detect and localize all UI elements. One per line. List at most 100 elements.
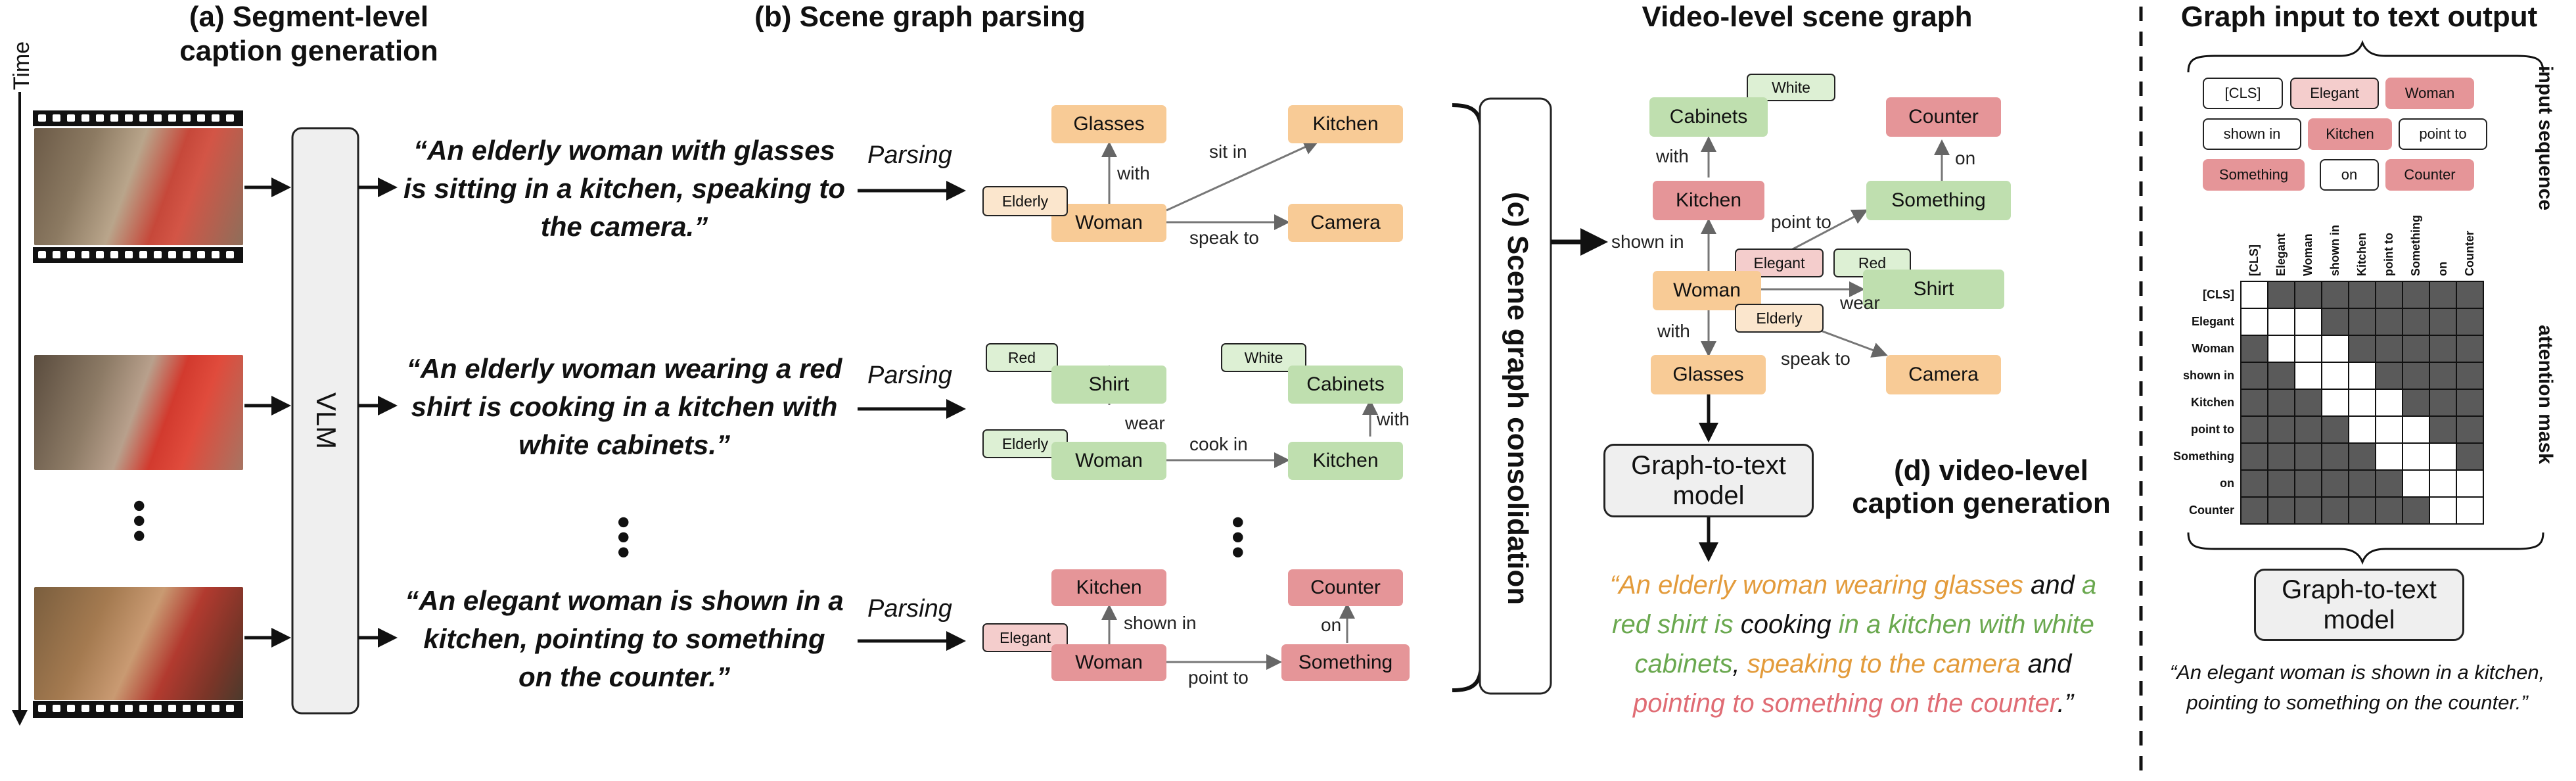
film-hole xyxy=(154,705,162,712)
mask-cell xyxy=(2321,389,2349,417)
mask-cell xyxy=(2402,335,2430,363)
mask-cell xyxy=(2402,469,2430,498)
g2t-label-line1: Graph-to-text xyxy=(1631,451,1786,480)
film-hole xyxy=(125,705,133,712)
mask-cell xyxy=(2321,442,2349,471)
token-woman: Woman xyxy=(2385,78,2474,109)
mask-cell xyxy=(2429,469,2457,498)
final-caption-end: .” xyxy=(2057,689,2074,718)
heading-b: (b) Scene graph parsing xyxy=(754,1,1086,33)
g2-node-woman: Woman xyxy=(1051,442,1166,480)
mask-cell xyxy=(2456,469,2484,498)
mask-cell xyxy=(2294,442,2322,471)
mask-cell xyxy=(2321,308,2349,336)
mask-cell xyxy=(2402,281,2430,309)
g1-node-camera: Camera xyxy=(1288,204,1403,242)
g1-attr-elderly: Elderly xyxy=(982,186,1068,216)
film-hole xyxy=(226,705,234,712)
video-frame-1 xyxy=(34,128,243,245)
vg-attr-white: White xyxy=(1747,74,1835,101)
video-frame-3 xyxy=(34,587,243,700)
g2-attr-red: Red xyxy=(986,343,1058,372)
video-frame-2 xyxy=(34,355,243,470)
mask-bottom-brace xyxy=(2187,532,2544,565)
parsing-label-3: Parsing xyxy=(867,595,952,623)
mask-cell xyxy=(2240,281,2268,309)
vlm-label: VLM xyxy=(311,392,342,450)
mask-col-label: Counter xyxy=(2463,231,2476,276)
film-hole xyxy=(139,114,147,122)
g1-edge-label-with: with xyxy=(1117,163,1150,183)
mask-cell xyxy=(2240,362,2268,390)
mask-cell xyxy=(2348,496,2376,525)
token-something: Something xyxy=(2203,159,2305,191)
final-caption-part-cooking: cooking xyxy=(1733,610,1839,639)
film-strip-mid xyxy=(33,343,243,352)
film-hole xyxy=(53,705,60,712)
mask-cell xyxy=(2402,442,2430,471)
output-caption-line1: “An elegant woman is shown in a kitchen, xyxy=(2169,661,2545,684)
output-caption-line2: pointing to something on the counter.” xyxy=(2186,691,2528,714)
mask-col-label: Elegant xyxy=(2274,233,2288,276)
film-hole xyxy=(212,251,219,258)
film-hole xyxy=(154,251,162,258)
mask-cell xyxy=(2402,362,2430,390)
film-hole xyxy=(226,114,234,122)
g2-node-cabinets: Cabinets xyxy=(1288,366,1403,404)
g1-node-glasses: Glasses xyxy=(1051,105,1166,143)
mask-cell xyxy=(2267,496,2295,525)
mask-cell xyxy=(2240,335,2268,363)
g2-edge-label-with: with xyxy=(1377,409,1410,429)
final-caption-and1: and xyxy=(2023,571,2082,600)
film-hole xyxy=(125,251,133,258)
mask-row-label: Elegant xyxy=(2191,315,2234,328)
mask-cell xyxy=(2456,281,2484,309)
final-caption-part-cabinets: cabinets xyxy=(1634,650,1733,678)
mask-cell xyxy=(2429,442,2457,471)
mask-cell xyxy=(2429,496,2457,525)
caption-2: “An elderly woman wearing a red shirt is… xyxy=(388,350,861,464)
g3-node-something: Something xyxy=(1281,644,1410,681)
mask-col-label: point to xyxy=(2382,233,2395,276)
mask-cell xyxy=(2456,415,2484,444)
film-hole xyxy=(53,114,60,122)
mask-cell xyxy=(2240,496,2268,525)
g1-edge-label-speak-to: speak to xyxy=(1189,227,1259,248)
mask-row-label: Counter xyxy=(2189,504,2234,517)
mask-cell xyxy=(2321,281,2349,309)
mask-cell xyxy=(2456,442,2484,471)
film-hole xyxy=(183,114,191,122)
film-hole xyxy=(38,114,46,122)
mask-cell xyxy=(2429,335,2457,363)
film-hole xyxy=(197,114,205,122)
vg-edge-label-shown-in: shown in xyxy=(1611,231,1684,252)
mask-cell xyxy=(2348,389,2376,417)
attention-mask-label: attention mask xyxy=(2535,325,2556,464)
vg-edge-label-speak-to: speak to xyxy=(1781,348,1851,369)
g2-node-shirt: Shirt xyxy=(1051,366,1166,404)
g3-attr-elegant: Elegant xyxy=(982,623,1068,652)
film-hole xyxy=(81,251,89,258)
mask-cell xyxy=(2456,335,2484,363)
mask-cell xyxy=(2348,335,2376,363)
mask-col-label: Woman xyxy=(2301,233,2314,276)
token-counter: Counter xyxy=(2385,159,2474,191)
mask-cell xyxy=(2267,362,2295,390)
vg-edge-label-with-glasses: with xyxy=(1657,321,1690,341)
film-hole xyxy=(110,705,118,712)
mask-cell xyxy=(2240,469,2268,498)
mask-col-label: Kitchen xyxy=(2355,232,2368,276)
mask-cell xyxy=(2429,308,2457,336)
mask-col-label: Something xyxy=(2409,215,2422,276)
final-caption-part-red-shirt: red shirt is xyxy=(1612,610,1734,639)
mask-col-label: shown in xyxy=(2328,225,2341,276)
frames-ellipsis: ••• xyxy=(120,500,159,545)
film-hole xyxy=(168,705,176,712)
attention-mask-grid xyxy=(2240,281,2484,525)
g2-attr-white: White xyxy=(1221,343,1306,372)
heading-video-graph: Video-level scene graph xyxy=(1642,1,1973,33)
film-hole xyxy=(81,705,89,712)
g1-node-woman: Woman xyxy=(1051,204,1166,242)
mask-row-label: Something xyxy=(2173,450,2234,463)
g2-node-kitchen: Kitchen xyxy=(1288,442,1403,480)
